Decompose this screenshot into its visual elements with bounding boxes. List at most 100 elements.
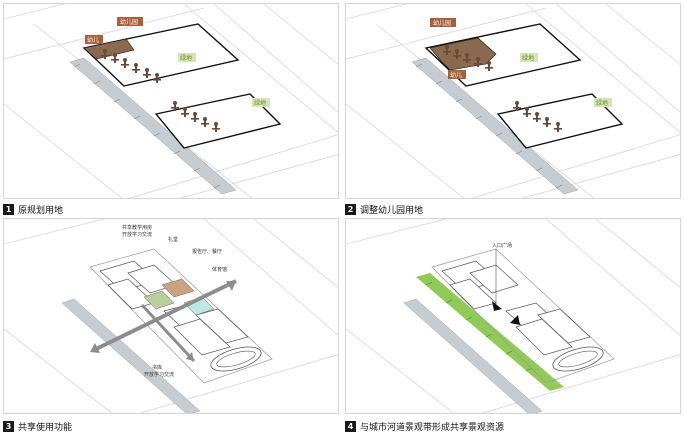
caption-number: 4	[345, 420, 356, 432]
tree-icon	[153, 73, 161, 83]
tree-icons	[101, 49, 220, 132]
tag-green-a-text: 绿地	[180, 54, 192, 62]
caption-text: 原规划用地	[18, 205, 64, 216]
tree-icon	[171, 101, 179, 111]
tag-kindergarten-text: 幼儿园	[120, 18, 138, 26]
tree-icon	[485, 61, 493, 71]
tree-icon	[111, 53, 119, 63]
caption-number: 3	[3, 420, 14, 432]
river-hatching	[73, 63, 221, 189]
tag-kg-side	[85, 35, 103, 44]
running-track-inner	[558, 350, 598, 368]
building-masses	[99, 260, 249, 356]
building-block	[195, 308, 249, 344]
tree-icon	[463, 53, 471, 63]
site-parcel-south	[154, 93, 282, 149]
shared-zone-brown	[161, 278, 195, 298]
panel-4-river-landscape: 入口广场	[345, 218, 681, 414]
tree-icon	[132, 63, 140, 73]
river-hatching	[415, 63, 563, 189]
tree-icon	[181, 107, 189, 117]
label-gym: 体育馆	[212, 266, 227, 273]
river-band	[69, 57, 237, 195]
tag-green-b-text: 绿地	[596, 99, 608, 107]
river-band	[61, 298, 201, 413]
label-library-cafe: 报告厅、餐厅	[192, 248, 222, 255]
site-outline	[431, 248, 615, 384]
tree-icon	[121, 58, 129, 68]
caption-text: 调整幼儿园用地	[360, 205, 424, 216]
green-landscape-corridor	[416, 273, 564, 391]
tag-green-a	[178, 53, 196, 62]
site-parcel-south	[496, 93, 624, 149]
panel-4-drawing: 入口广场	[346, 219, 680, 413]
river-band	[403, 298, 543, 413]
panel-2-adjusted-kindergarten: 幼儿园 幼儿 绿地 绿地	[345, 3, 681, 199]
panel-3-drawing: 共享教学用房 开放学习交流 礼堂 报告厅、餐厅 体育馆 书库 开放学习交流	[4, 219, 338, 413]
building-block	[173, 318, 231, 356]
panel-1-original-plan: 幼儿园 幼儿 绿地 绿地	[3, 3, 339, 199]
tree-icon	[513, 101, 521, 111]
arrow-icon	[140, 303, 196, 363]
corridor-hatching	[425, 281, 533, 372]
tree-icons	[443, 45, 562, 132]
tree-icon	[543, 117, 551, 127]
arrow-icon	[90, 279, 237, 353]
tag-green-a-text: 绿地	[522, 54, 534, 62]
caption-text: 与城市河道景观带形成共享景观资源	[360, 422, 505, 433]
shared-zone-green	[143, 290, 175, 310]
panel-2-drawing: 幼儿园 幼儿 绿地 绿地	[346, 4, 680, 198]
tag-kindergarten-text: 幼儿园	[433, 19, 451, 27]
tree-icon	[201, 117, 209, 127]
building-block	[515, 318, 573, 356]
tag-kindergarten	[117, 17, 143, 26]
tag-green-a	[520, 53, 538, 62]
panel-1-drawing: 幼儿园 幼儿 绿地 绿地	[4, 4, 338, 198]
tag-kg-side-text: 幼儿	[87, 36, 99, 44]
tree-icon	[453, 49, 461, 59]
street-grid	[346, 219, 680, 413]
caption-text: 共享使用功能	[18, 422, 73, 433]
site-outline	[89, 248, 273, 384]
tree-icon	[212, 122, 220, 132]
label-entrance-plaza: 入口广场	[492, 242, 512, 249]
building-masses	[441, 260, 591, 356]
caption-number: 2	[345, 203, 356, 215]
caption-3: 3 共享使用功能	[3, 419, 72, 433]
tree-icon	[101, 49, 109, 59]
running-track	[210, 346, 262, 372]
tree-icon	[443, 45, 451, 55]
label-corridor-2: 开放学习交流	[144, 371, 174, 378]
river-band	[411, 57, 579, 195]
panel-3-shared-functions: 共享教学用房 开放学习交流 礼堂 报告厅、餐厅 体育馆 书库 开放学习交流	[3, 218, 339, 414]
tree-icon	[533, 112, 541, 122]
label-auditorium: 礼堂	[168, 236, 178, 243]
tree-icon	[191, 112, 199, 122]
tree-icon	[554, 122, 562, 132]
tree-icon	[474, 57, 482, 67]
tag-kg-side-text: 幼儿	[450, 71, 462, 79]
building-block	[537, 308, 591, 344]
tag-kg-side	[448, 70, 466, 79]
tree-icon	[523, 107, 531, 117]
tree-icon	[143, 68, 151, 78]
site-parcel-north	[82, 23, 240, 87]
tag-green-b	[594, 98, 612, 107]
label-shared-study: 共享教学用房	[122, 224, 152, 231]
caption-4: 4 与城市河道景观带形成共享景观资源	[345, 419, 504, 433]
caption-1: 1 原规划用地	[3, 202, 63, 216]
building-block	[469, 264, 519, 294]
kindergarten-parcel	[83, 38, 135, 60]
street-grid	[4, 219, 338, 413]
running-track	[552, 346, 604, 372]
tag-green-b-text: 绿地	[254, 99, 266, 107]
arrow-icon	[492, 301, 520, 325]
tag-green-b	[252, 98, 270, 107]
label-open-exchange: 开放学习交流	[122, 231, 152, 238]
label-corridor-1: 书库	[152, 364, 162, 371]
caption-number: 1	[3, 203, 14, 215]
tag-kindergarten	[430, 18, 456, 27]
running-track-inner	[216, 350, 256, 368]
caption-2: 2 调整幼儿园用地	[345, 202, 423, 216]
